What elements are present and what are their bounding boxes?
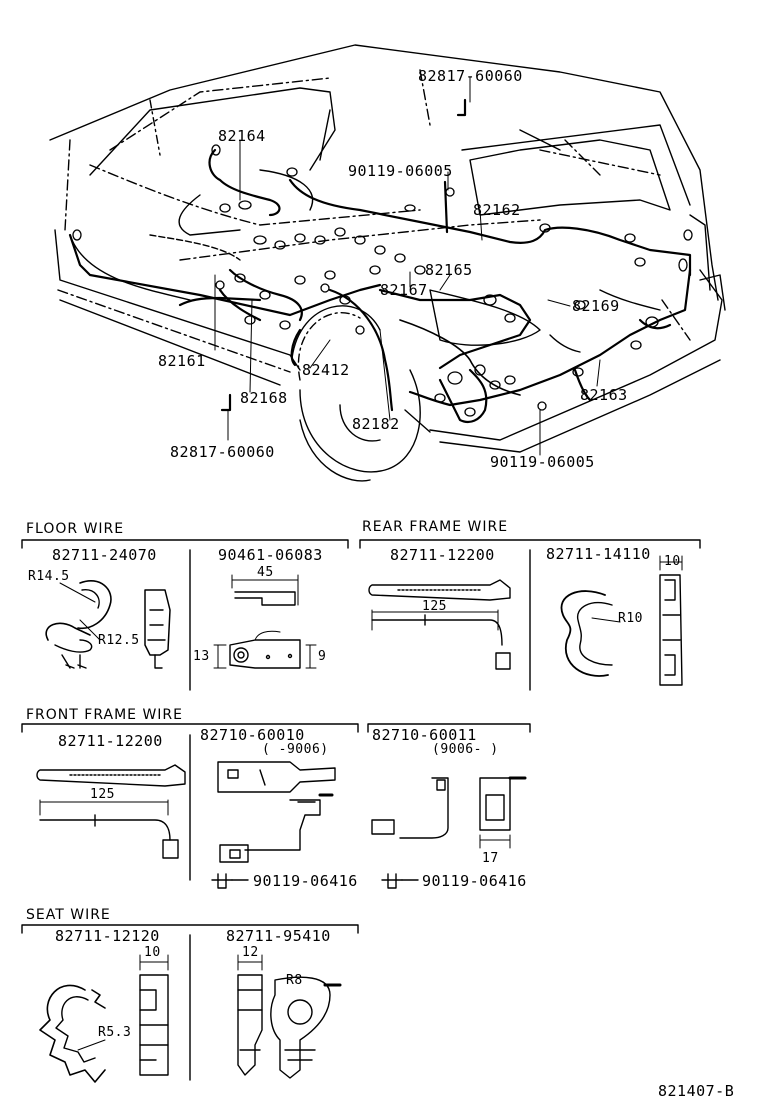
callout-wire-82165: 82165 xyxy=(425,261,473,279)
callout-wire-82412: 82412 xyxy=(302,361,350,379)
seat-clamp-a-part: 82711-12120 xyxy=(55,927,160,945)
floor-wire-title: FLOOR WIRE xyxy=(26,521,125,537)
callout-bolt-bottom: 90119-06005 xyxy=(490,453,595,471)
front-clamp-a-len: 125 xyxy=(90,787,115,802)
rear-clamp-a-part: 82711-12200 xyxy=(390,546,495,564)
vehicle-body-outline xyxy=(50,45,725,481)
seat-wire-title: SEAT WIRE xyxy=(26,907,111,923)
front-clamp-c-w: 17 xyxy=(482,851,499,866)
callout-wire-82162: 82162 xyxy=(473,201,521,219)
floor-clamp-a-r-outer: R14.5 xyxy=(28,569,70,584)
rear-frame-wire-panel xyxy=(360,540,700,690)
rear-frame-wire-title: REAR FRAME WIRE xyxy=(362,519,509,535)
seat-clamp-a-w: 10 xyxy=(144,945,161,960)
front-clamp-b-bolt: 90119-06416 xyxy=(253,872,358,890)
callout-wire-82168: 82168 xyxy=(240,389,288,407)
front-clamp-c-part: 82710-60011 xyxy=(372,726,477,744)
front-frame-wire-title: FRONT FRAME WIRE xyxy=(26,707,183,723)
front-clamp-c-bolt: 90119-06416 xyxy=(422,872,527,890)
seat-clamp-b-small: R8 xyxy=(286,973,303,988)
callout-clamp-bottom: 82817-60060 xyxy=(170,443,275,461)
floor-clamp-b-h: 13 xyxy=(193,649,210,664)
seat-clamp-b-w: 12 xyxy=(242,945,259,960)
front-clamp-b-part: 82710-60010 xyxy=(200,726,305,744)
callout-wire-82169: 82169 xyxy=(572,297,620,315)
callout-leaders xyxy=(215,77,600,455)
figure-id: 821407-B xyxy=(658,1082,735,1100)
floor-clamp-a-part: 82711-24070 xyxy=(52,546,157,564)
floor-clamp-a-r-inner: R12.5 xyxy=(98,633,140,648)
rear-clamp-b-w: 10 xyxy=(664,554,681,569)
front-clamp-a-part: 82711-12200 xyxy=(58,732,163,750)
rear-clamp-a-len: 125 xyxy=(422,599,447,614)
floor-wire-panel xyxy=(22,540,348,690)
floor-clamp-b-part: 90461-06083 xyxy=(218,546,323,564)
front-frame-wire-panel xyxy=(22,724,530,888)
floor-clamp-b-len: 45 xyxy=(257,565,274,580)
seat-wire-panel xyxy=(22,925,358,1082)
callout-wire-82182: 82182 xyxy=(352,415,400,433)
rear-clamp-b-radius: R10 xyxy=(618,611,643,626)
callout-wire-82164: 82164 xyxy=(218,127,266,145)
rear-clamp-b-part: 82711-14110 xyxy=(546,545,651,563)
seat-clamp-b-part: 82711-95410 xyxy=(226,927,331,945)
callout-clamp-top: 82817-60060 xyxy=(418,67,523,85)
callout-wire-82163: 82163 xyxy=(580,386,628,404)
wiring-harness xyxy=(70,100,692,422)
callout-wire-82161: 82161 xyxy=(158,352,206,370)
front-clamp-b-range: ( -9006) xyxy=(262,742,329,757)
seat-clamp-a-radius: R5.3 xyxy=(98,1025,132,1040)
callout-bolt-top: 90119-06005 xyxy=(348,162,453,180)
callout-wire-82167: 82167 xyxy=(380,281,428,299)
floor-clamp-b-w: 9 xyxy=(318,649,327,664)
front-clamp-c-range: (9006- ) xyxy=(432,742,499,757)
